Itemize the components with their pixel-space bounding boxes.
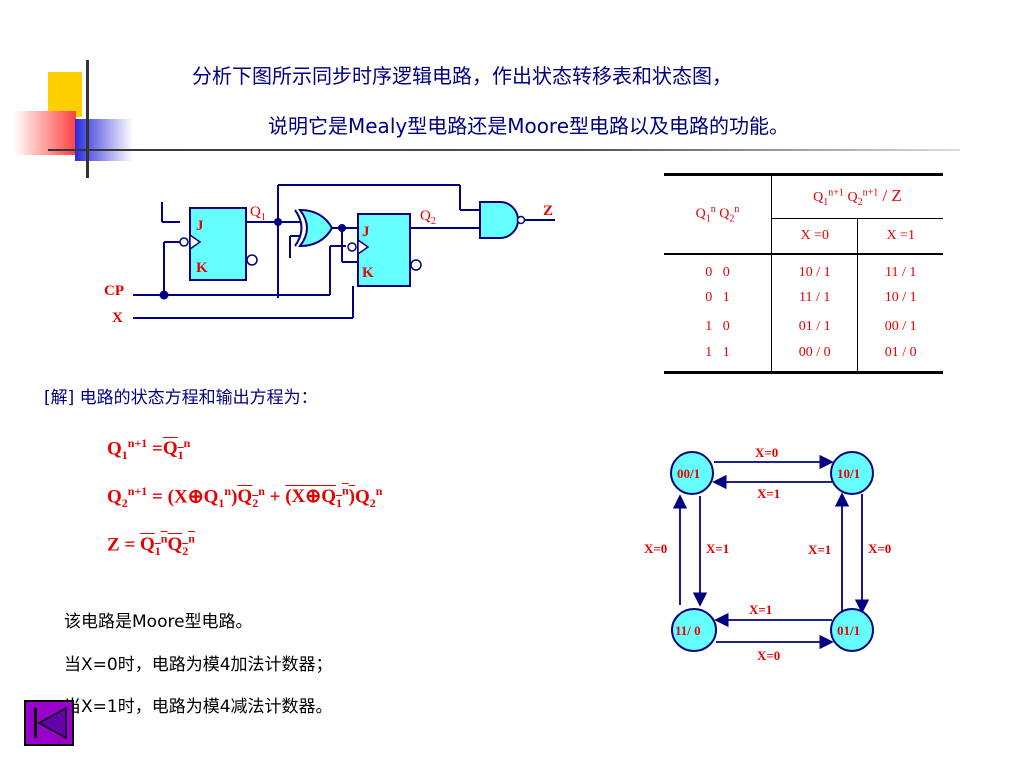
cp-input-label: CP — [104, 283, 124, 299]
transition-label-bottom-inner: X=1 — [749, 602, 772, 617]
transition-label-bottom: X=0 — [757, 648, 780, 663]
table-cell: 00 / 1 — [884, 318, 917, 334]
state-label-01: 01/1 — [837, 623, 860, 638]
conclusion-line-3: 当X=1时，电路为模4减法计数器。 — [64, 697, 333, 717]
equation-z: Z = Q1nQ2n — [107, 532, 195, 559]
logo-yellow-square — [48, 72, 82, 117]
transition-label-left-outer: X=0 — [644, 541, 667, 556]
state-label-11: 11/ 0 — [675, 623, 701, 638]
state-transition-table: Q1n Q2n Q1n+1 Q2n+1 / Z X =0 X =1 0 0 10… — [664, 176, 943, 371]
logo-blue-square — [75, 119, 133, 161]
state-node-01 — [830, 608, 874, 652]
table-cell: 11 / 1 — [771, 283, 859, 312]
table-cell: 11 / 1 — [885, 265, 917, 280]
transition-label-top-inner: X=1 — [757, 486, 780, 501]
nav-first-slide-button[interactable] — [24, 700, 74, 746]
title-line-1: 分析下图所示同步时序逻辑电路，作出状态转移表和状态图， — [192, 64, 732, 88]
table-cell: 00 / 0 — [771, 341, 859, 371]
solution-intro: [解] 电路的状态方程和输出方程为： — [44, 388, 318, 408]
state-node-00 — [670, 451, 714, 495]
table-head-state: Q1n Q2n — [664, 176, 772, 255]
xor-symbol-icon: ⊕ — [187, 486, 204, 508]
transition-label-top: X=0 — [755, 445, 778, 460]
state-transition-table-wrap: Q1n Q2n Q1n+1 Q2n+1 / Z X =0 X =1 0 0 10… — [664, 173, 943, 374]
skip-back-icon — [34, 706, 67, 740]
z-output-label: Z — [543, 203, 553, 219]
x-input-label: X — [112, 310, 123, 326]
state-label-00: 00/1 — [677, 466, 700, 481]
table-cell: 01 / 1 — [771, 312, 859, 341]
table-col-x0: X =0 — [771, 218, 859, 255]
transition-label-left-inner: X=1 — [706, 541, 729, 556]
corner-logo — [0, 55, 180, 180]
state-diagram: 00/1 10/1 11/ 0 01/1 X=0 X=1 X=0 X=1 X=1… — [644, 445, 891, 663]
header-rule — [48, 149, 960, 151]
table-cell: 01 / 0 — [884, 345, 917, 360]
table-cell: 10 / 1 — [771, 254, 859, 283]
conclusion-line-1: 该电路是Moore型电路。 — [64, 612, 253, 632]
k1-label: K — [196, 260, 208, 276]
q2-label: Q2 — [420, 208, 436, 227]
state-node-10 — [830, 451, 874, 495]
xor-symbol-icon: ⊕ — [305, 486, 322, 508]
table-row-state: 1 1 — [664, 341, 772, 371]
logo-vertical-line — [86, 60, 89, 178]
equation-q1: Q1n+1 =Q1n — [107, 436, 191, 463]
logic-circuit-diagram: J K J K Q1 Q2 Z CP X — [104, 184, 555, 326]
table-row-state: 1 0 — [664, 312, 772, 341]
state-label-10: 10/1 — [837, 466, 860, 481]
q1-label: Q1 — [250, 204, 266, 223]
table-cell: 10 / 1 — [884, 289, 917, 305]
table-row-state: 0 1 — [664, 283, 772, 312]
equation-q2: Q2n+1 = (X⊕Q1n)Q2n + (X⊕Q1n)Q2n — [107, 484, 383, 511]
logo-red-square — [14, 111, 76, 155]
j2-label: J — [362, 224, 370, 240]
state-node-11 — [671, 608, 717, 652]
transition-label-right-inner: X=1 — [808, 542, 831, 557]
k2-label: K — [362, 265, 374, 281]
conclusion-line-2: 当X=0时，电路为模4加法计数器； — [64, 655, 333, 675]
table-col-x1: X =1 — [857, 218, 943, 255]
transition-label-right-outer: X=0 — [868, 541, 891, 556]
j1-label: J — [196, 218, 204, 234]
table-row-state: 0 0 — [664, 254, 772, 283]
title-line-2: 说明它是Mealy型电路还是Moore型电路以及电路的功能。 — [268, 114, 790, 138]
table-head-next: Q1n+1 Q2n+1 / Z — [771, 176, 943, 219]
